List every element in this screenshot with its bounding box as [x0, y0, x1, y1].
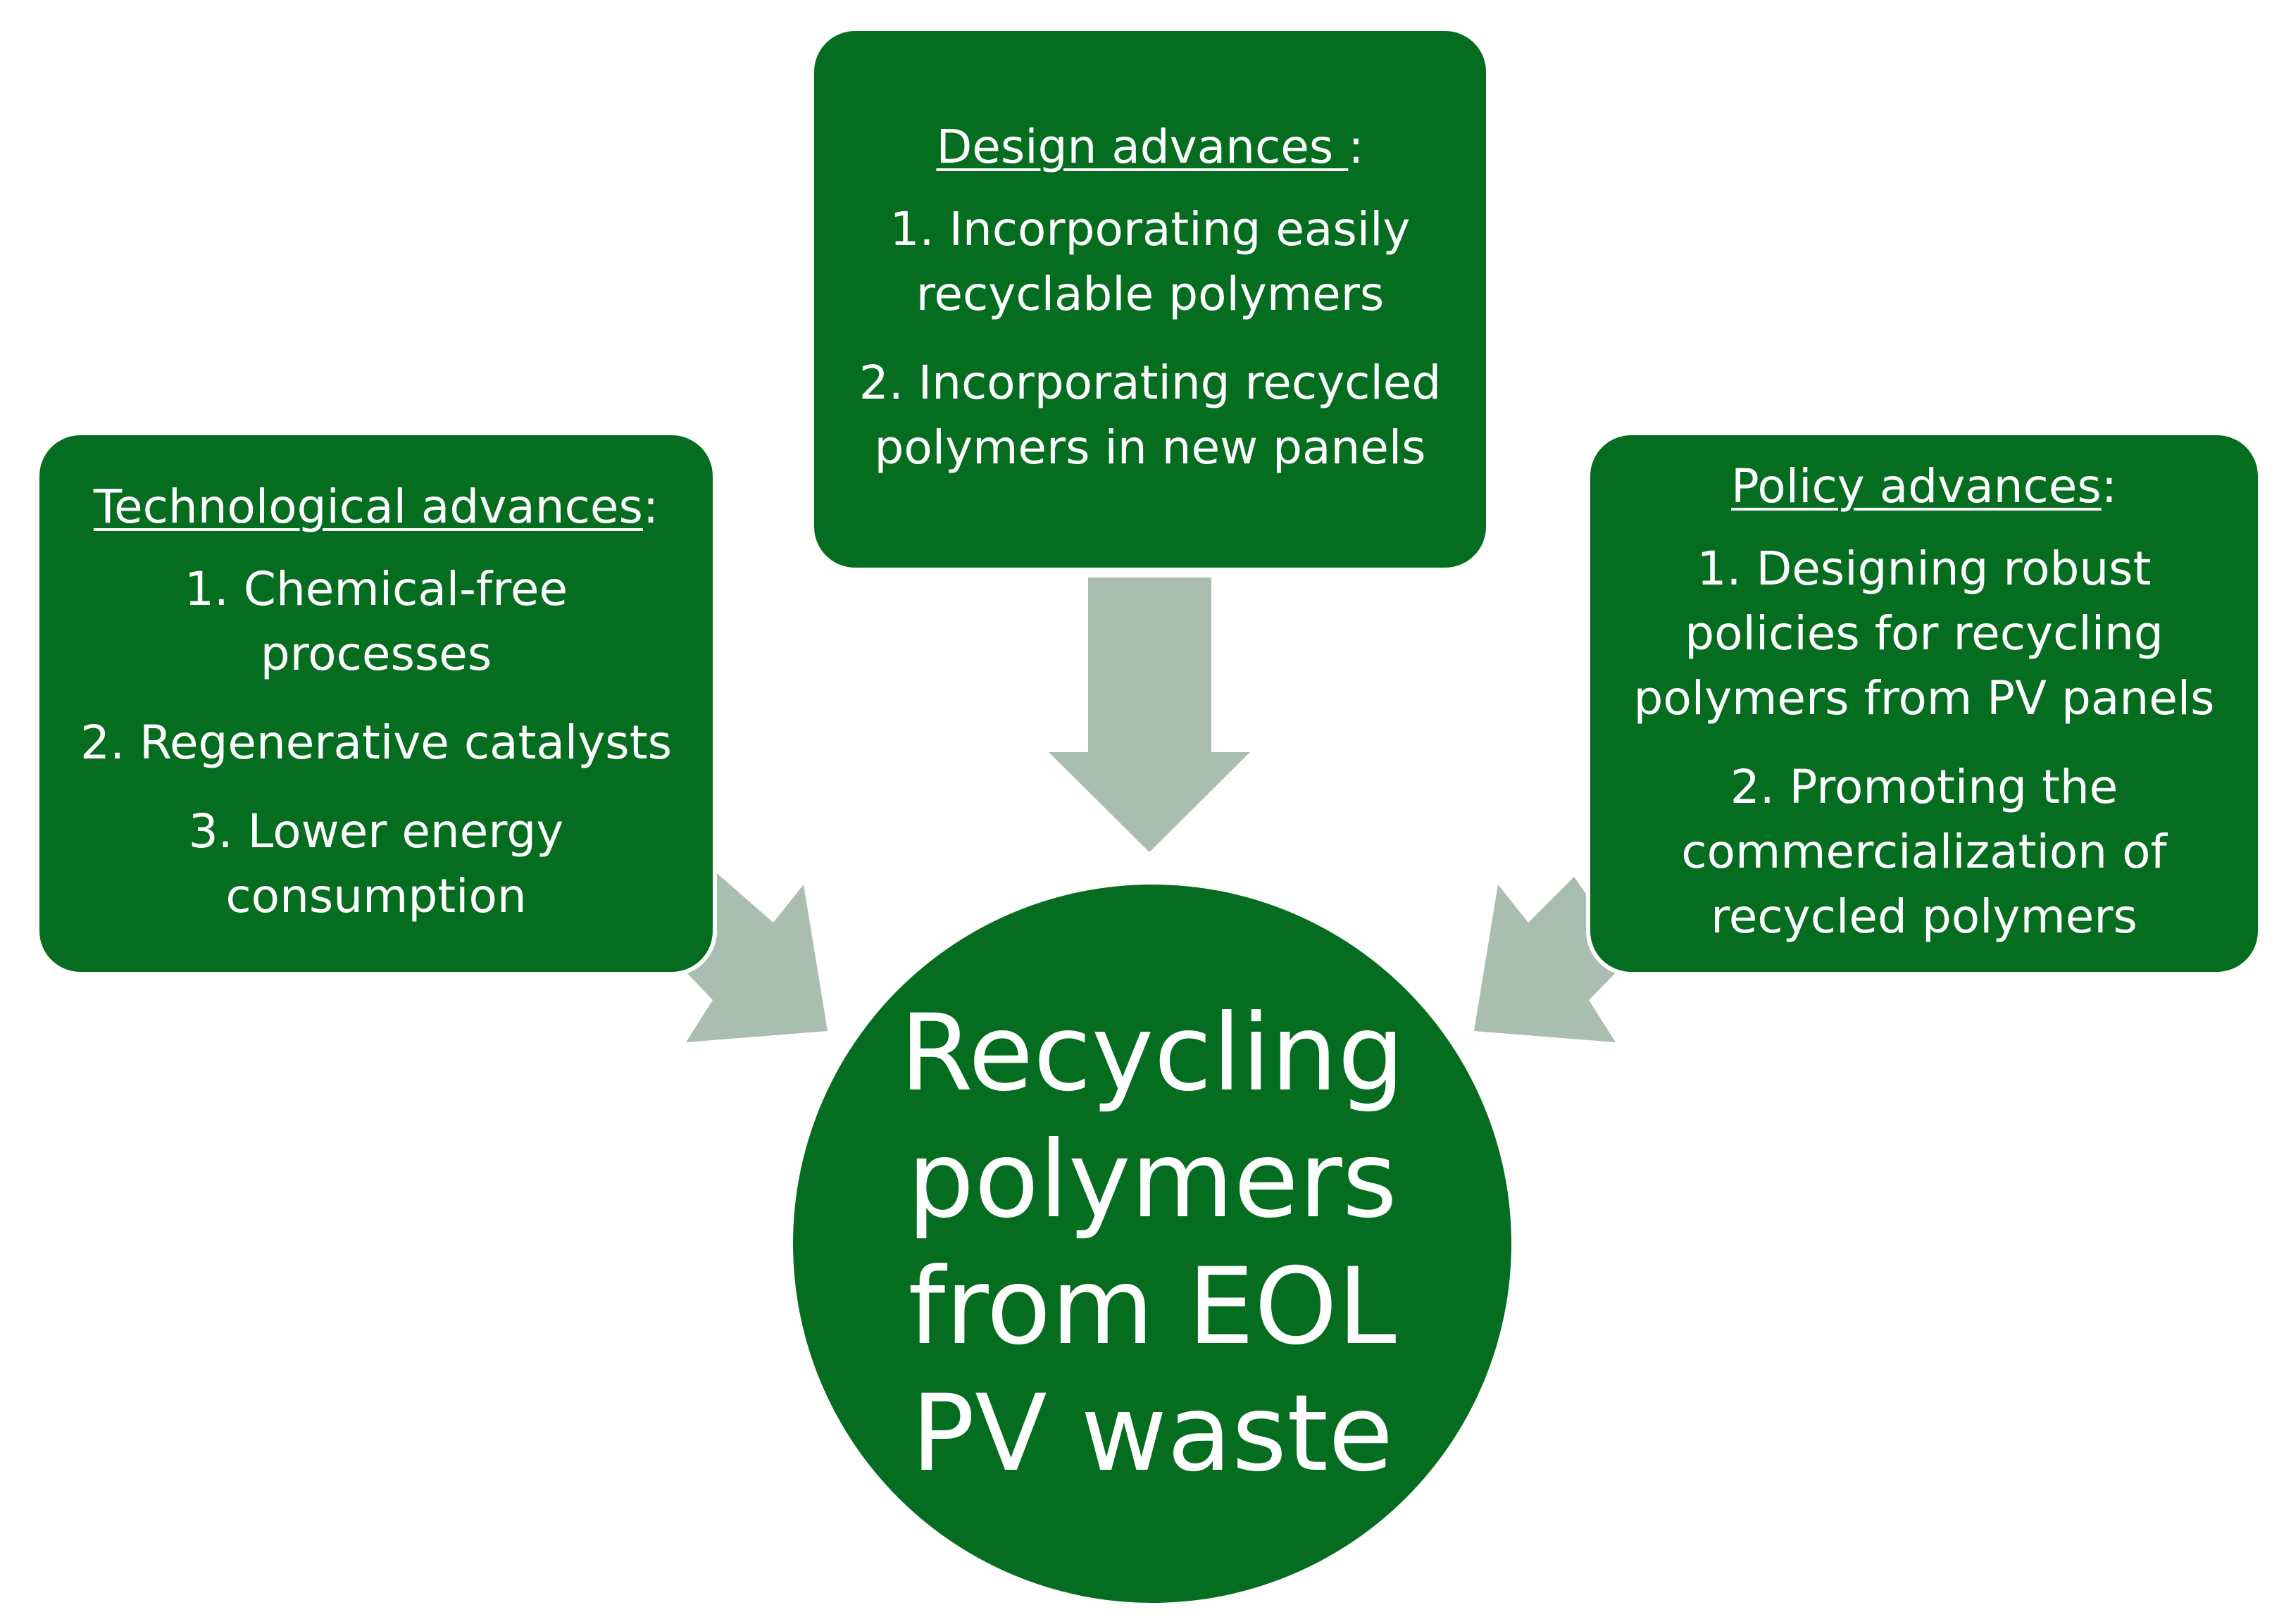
technological-item-2: 2. Regenerative catalysts — [80, 716, 672, 770]
arrow-down-design — [1049, 577, 1250, 852]
policy-item-1: 1. Designing robust policies for recycli… — [1633, 542, 2215, 726]
technological-item-1: 1. Chemical-free processes — [184, 562, 568, 682]
center-line-2: polymers — [907, 1119, 1397, 1242]
design-item-1: 1. Incorporating easily recyclable polym… — [889, 202, 1411, 322]
technological-heading-text: Technological advances — [93, 479, 643, 534]
policy-heading: Policy advances: — [1731, 458, 2117, 516]
technological-heading: Technological advances: — [94, 478, 658, 537]
center-line-3: from EOL — [908, 1246, 1397, 1368]
center-circle: Recycling polymers from EOL PV waste — [793, 885, 1511, 1603]
policy-heading-colon: : — [2101, 458, 2118, 513]
design-heading-text: Design advances — [936, 119, 1349, 174]
technological-advances-box: Technological advances: 1. Chemical-free… — [35, 431, 717, 976]
center-line-4: PV waste — [911, 1373, 1394, 1495]
design-heading: Design advances : — [936, 118, 1363, 177]
technological-heading-colon: : — [642, 479, 659, 534]
design-advances-box: Design advances : 1. Incorporating easil… — [810, 27, 1490, 572]
technological-item-3: 3. Lower energy consumption — [188, 804, 564, 924]
design-heading-colon: : — [1348, 119, 1364, 174]
policy-advances-box: Policy advances: 1. Designing robust pol… — [1586, 431, 2262, 976]
policy-item-2: 2. Promoting the commercialization of re… — [1681, 760, 2167, 944]
design-item-2: 2. Incorporating recycled polymers in ne… — [859, 356, 1442, 475]
policy-heading-text: Policy advances — [1730, 458, 2102, 513]
center-line-1: Recycling — [899, 992, 1405, 1115]
